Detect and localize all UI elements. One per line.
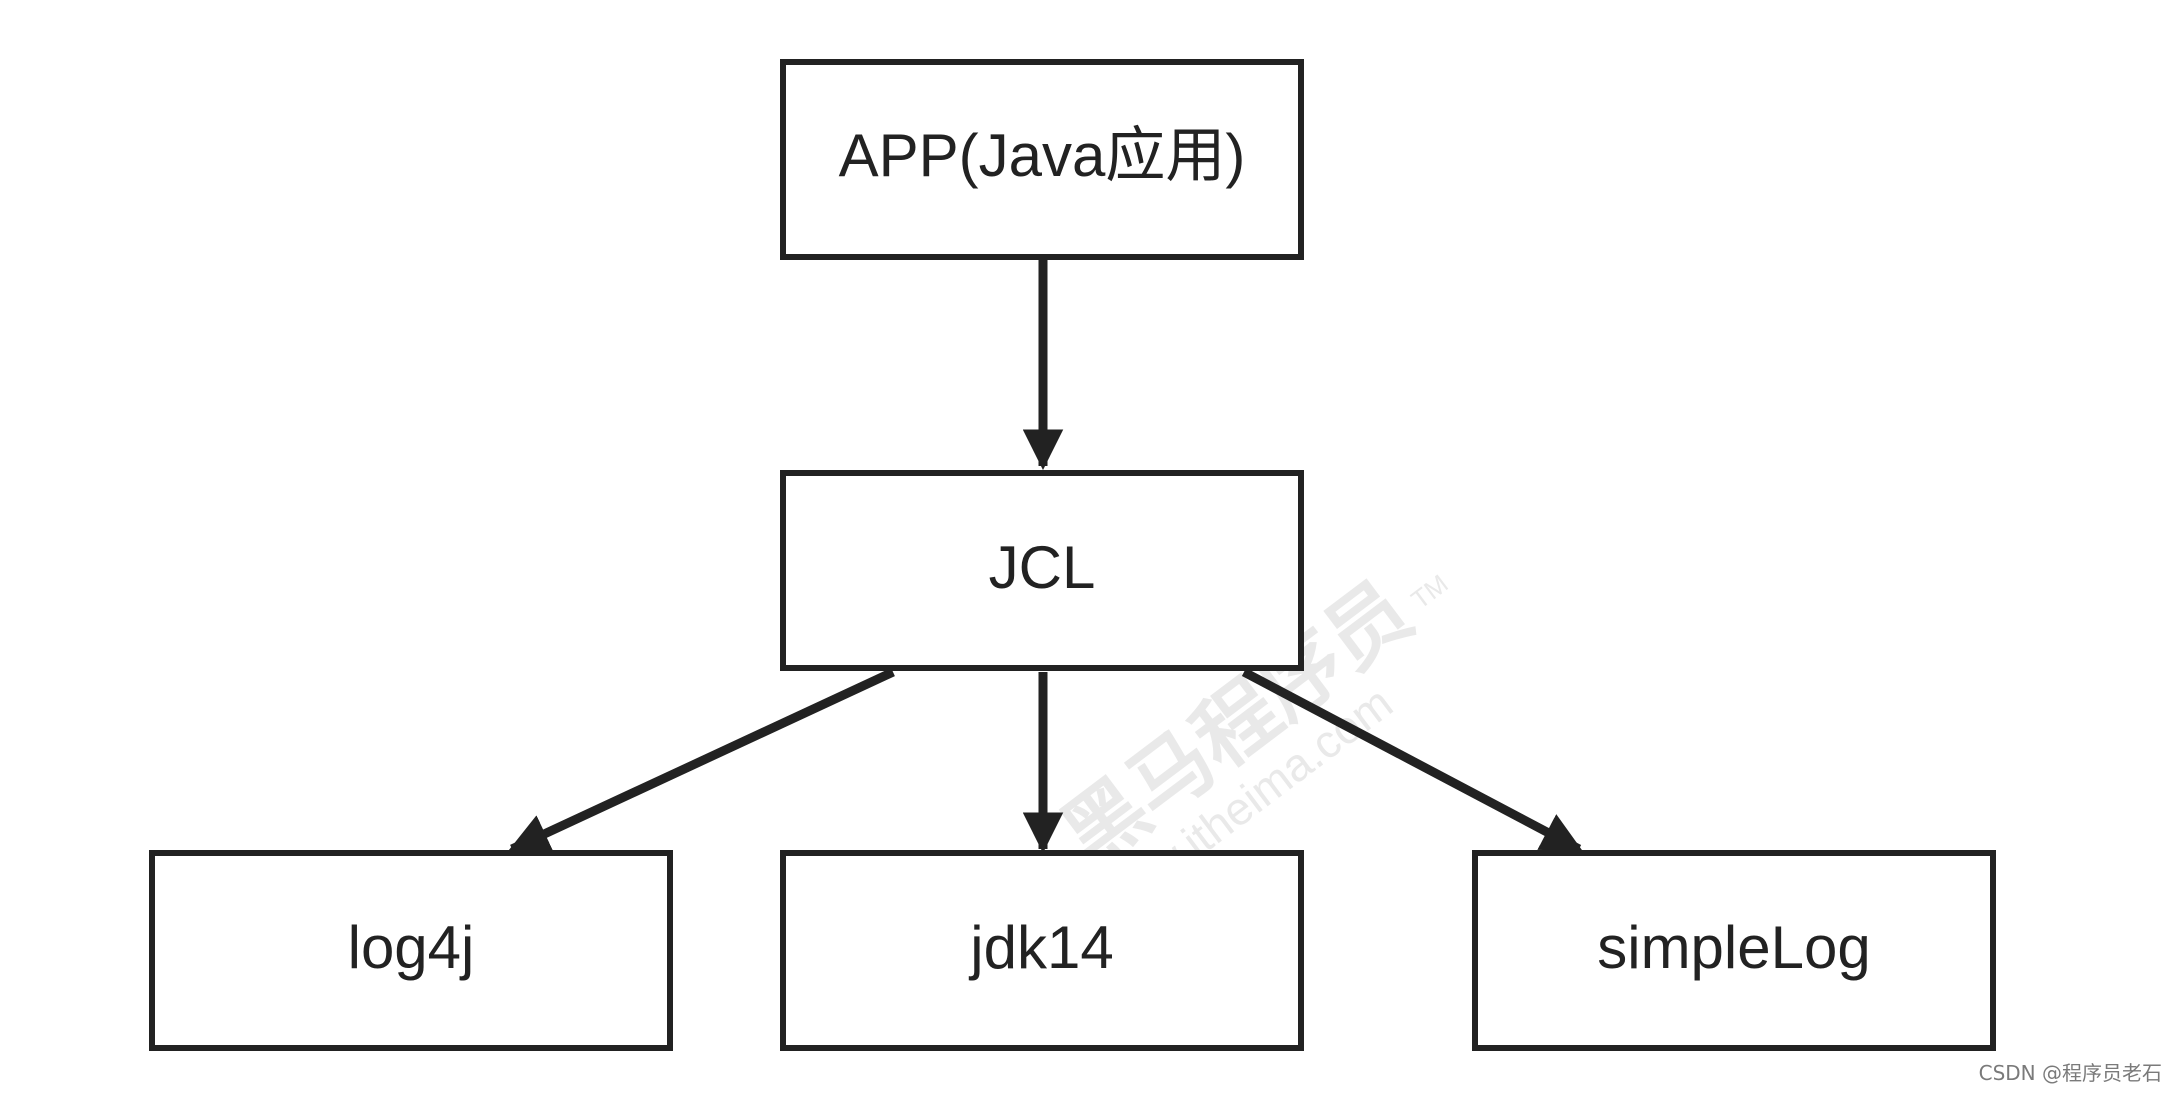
node-simplelog-box bbox=[1472, 850, 1996, 1051]
node-jcl: JCL bbox=[780, 470, 1304, 671]
source-credit: CSDN @程序员老石 bbox=[1978, 1061, 2162, 1085]
edge-jcl-to-simplelog bbox=[1241, 668, 1583, 853]
node-log4j: log4j bbox=[149, 850, 673, 1051]
node-app-label: APP(Java应用) bbox=[839, 122, 1246, 189]
edge-jcl-to-log4j bbox=[508, 667, 895, 854]
node-jcl-label: JCL bbox=[989, 534, 1096, 601]
node-simplelog: simpleLog bbox=[1472, 850, 1996, 1051]
watermark-trademark: TM bbox=[1406, 568, 1454, 615]
edges bbox=[508, 257, 1583, 854]
node-app: APP(Java应用) bbox=[780, 59, 1304, 260]
node-jdk14-label: jdk14 bbox=[968, 914, 1113, 981]
node-simplelog-label: simpleLog bbox=[1597, 914, 1871, 981]
node-log4j-box bbox=[149, 850, 673, 1051]
node-jdk14-box bbox=[780, 850, 1304, 1051]
node-app-box bbox=[780, 59, 1304, 260]
node-log4j-label: log4j bbox=[348, 914, 475, 981]
node-jdk14: jdk14 bbox=[780, 850, 1304, 1051]
node-jcl-box bbox=[780, 470, 1304, 671]
